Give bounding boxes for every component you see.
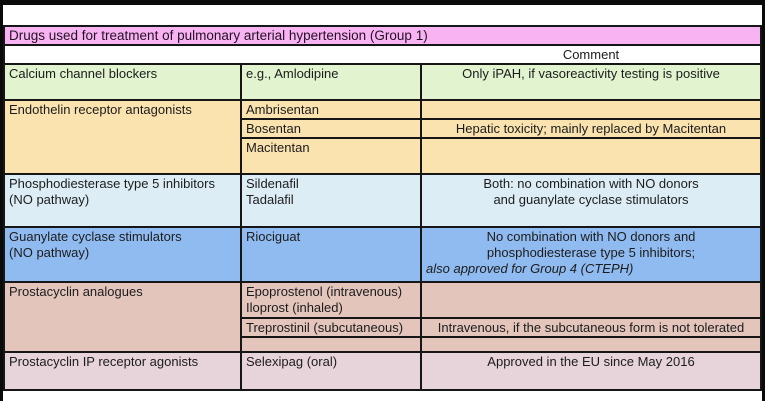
pca-drug-treprostinil: Treprostinil (subcutaneous) <box>240 317 422 339</box>
pde5-class-label-line2: (NO pathway) <box>9 192 90 208</box>
comment-header-row: Comment <box>3 44 762 66</box>
era-comment-ambrisentan <box>420 99 762 121</box>
ipra-class-cell: Prostacyclin IP receptor agonists <box>3 351 242 392</box>
pah-drugs-table: Drugs used for treatment of pulmonary ar… <box>3 24 762 392</box>
pde5-drug-tadalafil: Tadalafil <box>246 192 294 208</box>
pca-comment-treprostinil: Intravenous, if the subcutaneous form is… <box>420 317 762 339</box>
era-drug-bosentan: Bosentan <box>240 118 422 140</box>
pde5-comment-line1: Both: no combination with NO donors <box>483 176 699 192</box>
era-drug-ambrisentan: Ambrisentan <box>240 99 422 121</box>
pca-class-cell: Prostacyclin analogues <box>3 281 242 354</box>
era-drug-macitentan: Macitentan <box>240 137 422 176</box>
ipra-drug-selexipag: Selexipag (oral) <box>240 351 422 392</box>
pde5-comment-cell: Both: no combination with NO donors and … <box>420 173 762 229</box>
ipra-comment-cell: Approved in the EU since May 2016 <box>420 351 762 392</box>
pde5-class-cell: Phosphodiesterase type 5 inhibitors (NO … <box>3 173 242 229</box>
era-comment-bosentan: Hepatic toxicity; mainly replaced by Mac… <box>420 118 762 140</box>
pde5-drug-sildenafil: Sildenafil <box>246 176 299 192</box>
pca-comment-cell-1 <box>420 281 762 320</box>
gcs-comment-line1: No combination with NO donors and <box>486 229 696 245</box>
pca-drug-iloprost: Iloprost (inhaled) <box>246 300 343 316</box>
ccb-class-cell: Calcium channel blockers <box>3 63 242 102</box>
era-class-cell: Endothelin receptor antagonists <box>3 99 242 176</box>
table-title: Drugs used for treatment of pulmonary ar… <box>3 24 762 47</box>
era-comment-macitentan <box>420 137 762 176</box>
gcs-comment-cell: No combination with NO donors and phosph… <box>420 226 762 284</box>
top-margin <box>3 5 762 25</box>
gcs-class-label: Guanylate cyclase stimulators <box>9 229 182 245</box>
gcs-comment-italic: also approved for Group 4 (CTEPH) <box>426 260 634 276</box>
gcs-drug-riociguat: Riociguat <box>240 226 422 284</box>
pca-drug-epoprostenol: Epoprostenol (intravenous) <box>246 284 403 300</box>
ccb-drug-cell: e.g., Amlodipine <box>240 63 422 102</box>
gcs-comment-line2: phosphodiesterase type 5 inhibitors; <box>486 245 696 261</box>
pca-comment-empty <box>420 336 762 354</box>
gcs-class-label-line2: (NO pathway) <box>9 245 90 261</box>
ccb-comment-cell: Only iPAH, if vasoreactivity testing is … <box>420 63 762 102</box>
pca-drug-empty <box>240 336 422 354</box>
pde5-comment-line2: and guanylate cyclase stimulators <box>493 192 689 208</box>
pca-drug-cell-1: Epoprostenol (intravenous) Iloprost (inh… <box>240 281 422 320</box>
pde5-drug-cell: Sildenafil Tadalafil <box>240 173 422 229</box>
comment-column-header: Comment <box>562 47 620 63</box>
gcs-class-cell: Guanylate cyclase stimulators (NO pathwa… <box>3 226 242 284</box>
pde5-class-label: Phosphodiesterase type 5 inhibitors <box>9 176 215 192</box>
